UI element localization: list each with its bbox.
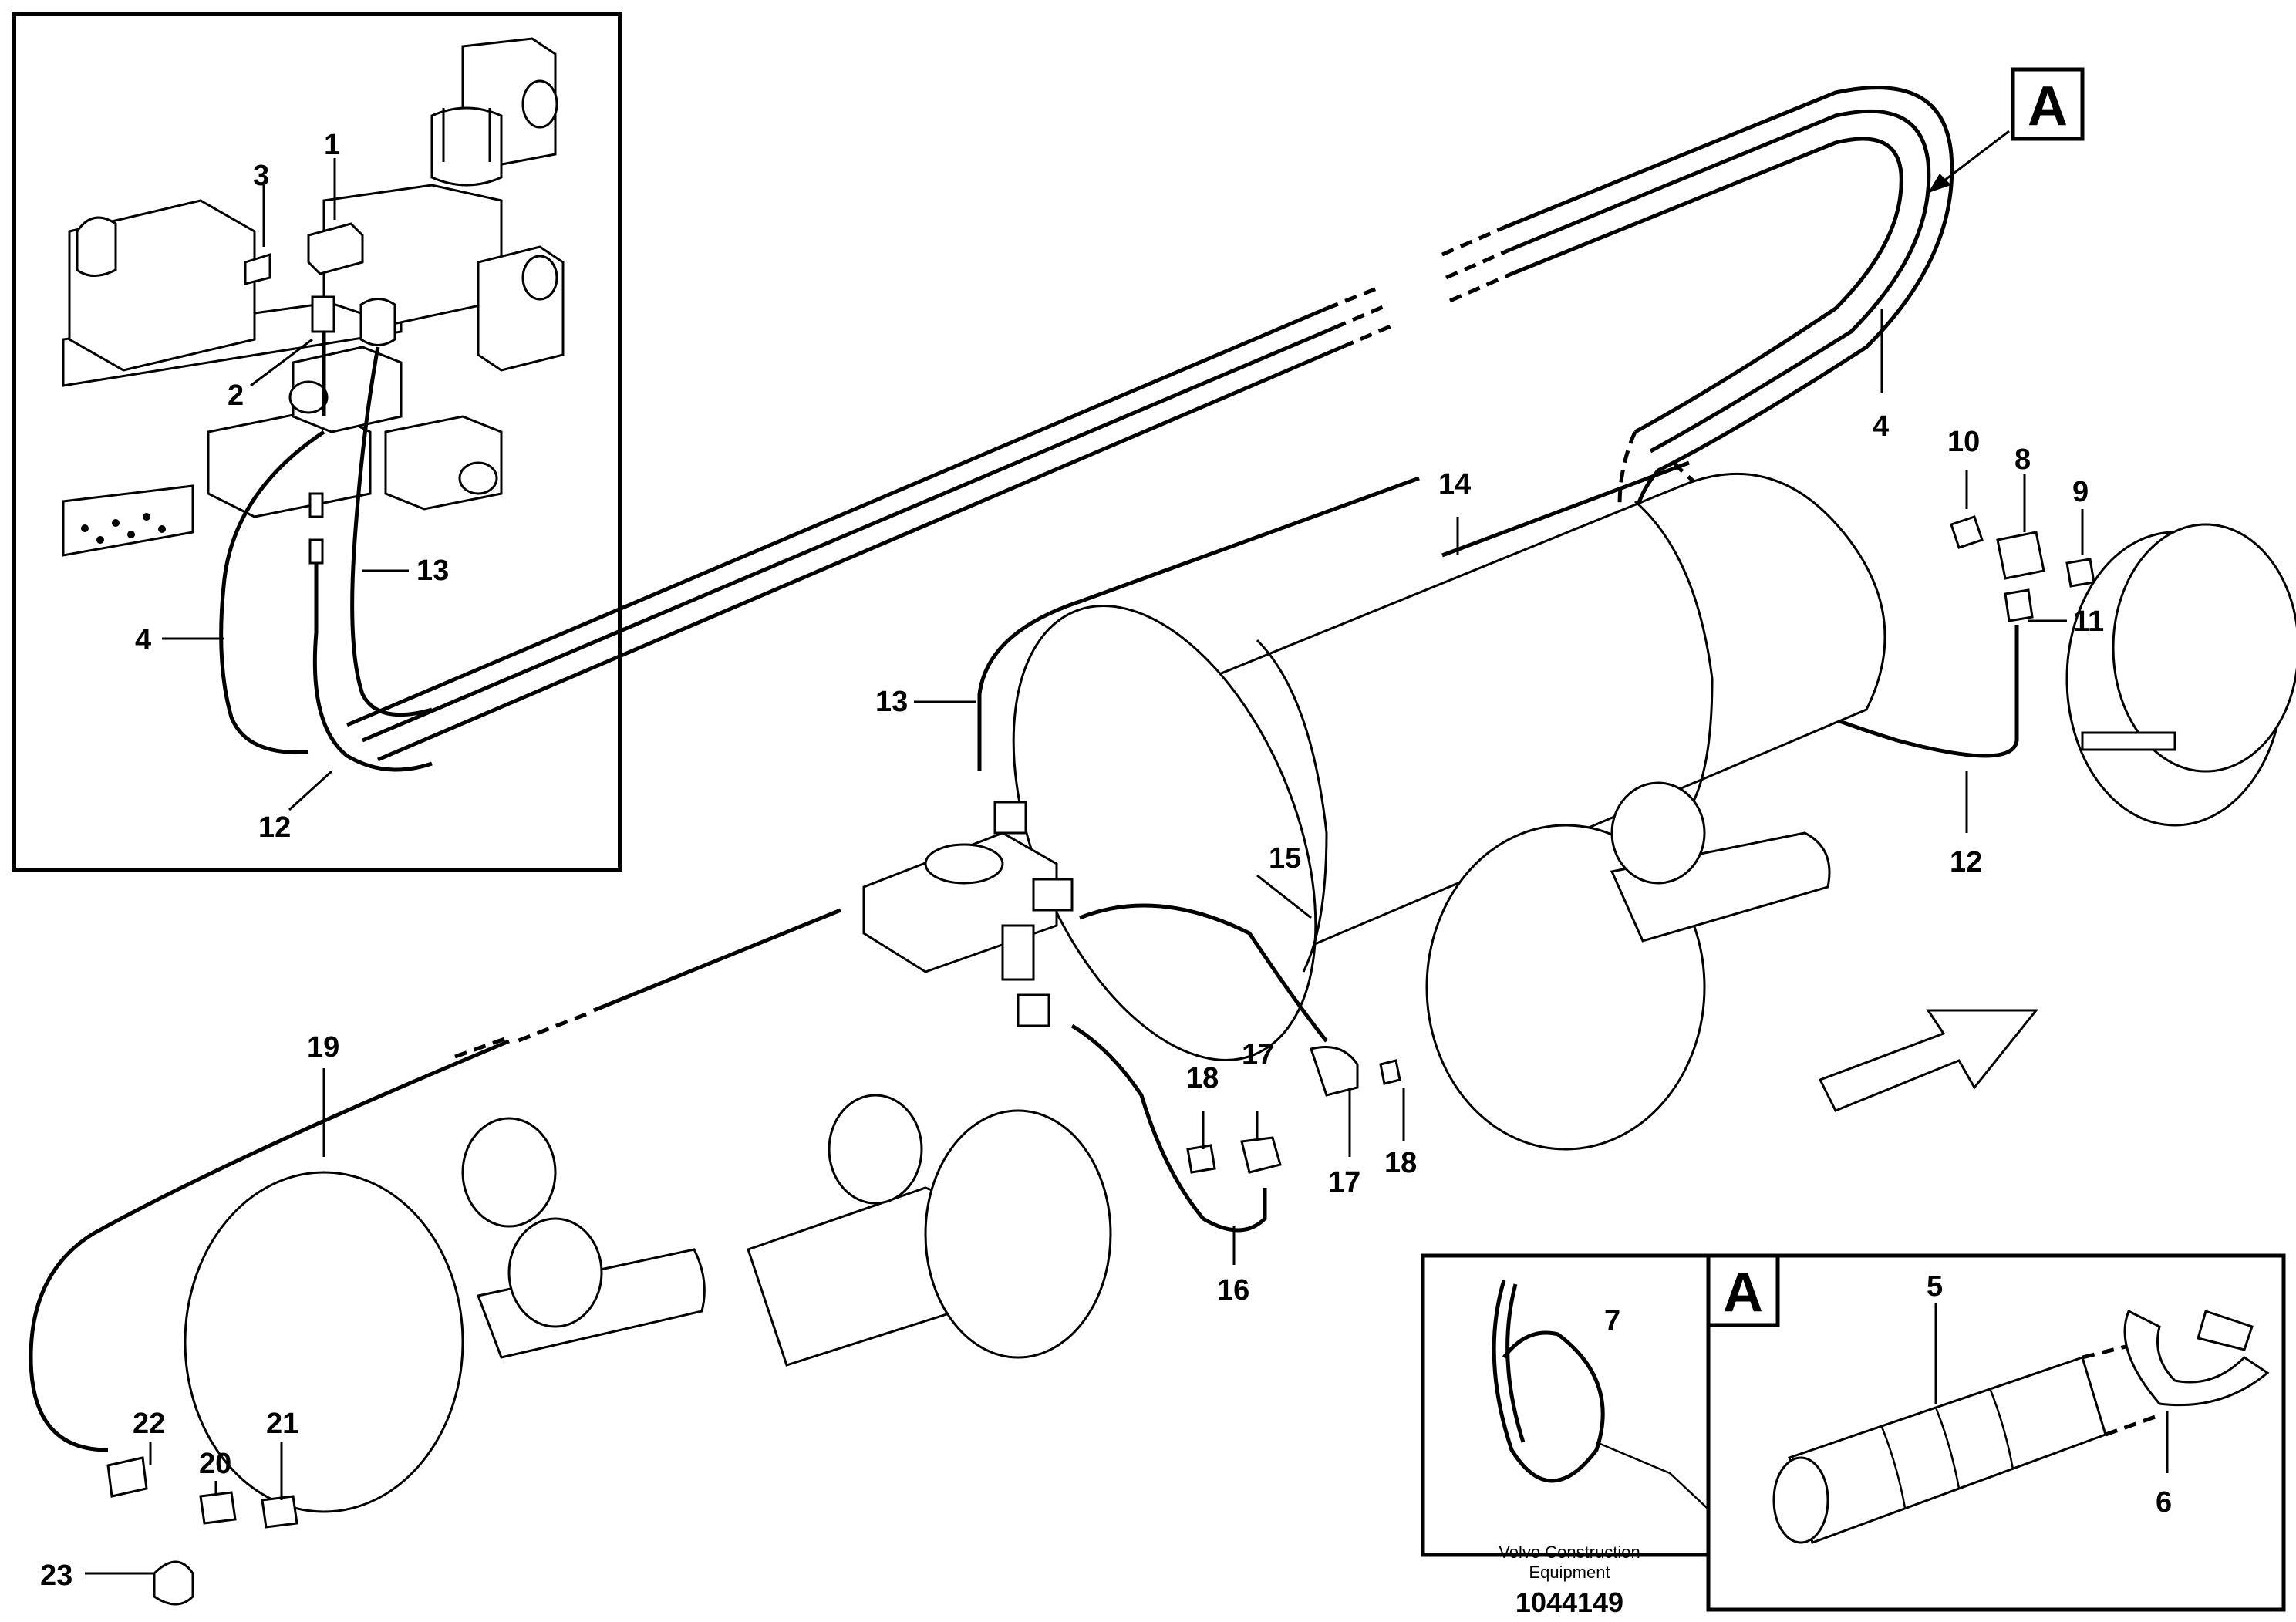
callout-2: 2 <box>228 379 244 412</box>
front-axle-group <box>29 781 2039 1606</box>
callout-5: 5 <box>1927 1270 1943 1303</box>
drawing-number: 1044149 <box>1515 1587 1623 1618</box>
callout-17-right: 17 <box>1328 1166 1360 1199</box>
callout-16: 16 <box>1217 1274 1249 1307</box>
view-tag-a-main: A <box>2028 76 2068 137</box>
air-tank <box>1012 460 1886 1061</box>
callout-13-inset: 13 <box>416 555 449 587</box>
callout-labels: 1 2 3 4 4 12 12 13 13 14 10 8 9 11 15 18… <box>40 129 2172 1592</box>
detail-view-a <box>1706 1253 2286 1612</box>
rear-connection <box>1896 515 2296 827</box>
callout-20: 20 <box>199 1448 231 1480</box>
callout-3: 3 <box>253 160 269 192</box>
callout-19: 19 <box>307 1031 339 1064</box>
valve-block-inset <box>12 12 622 872</box>
relay-valve-group <box>516 476 1420 1233</box>
callout-8: 8 <box>2014 443 2031 476</box>
callout-12-main: 12 <box>1950 846 1982 878</box>
view-tag-a-detail: A <box>1723 1262 1763 1324</box>
callout-21: 21 <box>266 1408 298 1440</box>
callout-14: 14 <box>1438 468 1471 501</box>
callout-1: 1 <box>324 129 340 161</box>
callout-17-left: 17 <box>1242 1039 1274 1071</box>
callout-9: 9 <box>2072 476 2089 508</box>
callout-23: 23 <box>40 1560 72 1592</box>
callout-10: 10 <box>1947 426 1980 458</box>
brand-line-2: Equipment <box>1529 1563 1610 1582</box>
brand-line-1: Volvo Construction <box>1499 1543 1640 1562</box>
callout-11: 11 <box>2073 605 2104 638</box>
callout-6: 6 <box>2156 1486 2172 1519</box>
callout-7: 7 <box>1604 1305 1620 1337</box>
callout-22: 22 <box>133 1408 165 1440</box>
callout-12-inset: 12 <box>258 811 291 844</box>
callout-15: 15 <box>1269 842 1301 875</box>
detail-cable-tie <box>1421 1253 1728 1557</box>
title-block: Volvo Construction Equipment 1044149 <box>1499 1543 1640 1618</box>
callout-13-main: 13 <box>875 686 908 718</box>
leader-lines <box>85 309 2084 1575</box>
callout-18-right: 18 <box>1384 1147 1417 1179</box>
callout-4-inset: 4 <box>135 624 151 656</box>
callout-4-main: 4 <box>1873 410 1889 443</box>
callout-18-left: 18 <box>1186 1062 1219 1094</box>
